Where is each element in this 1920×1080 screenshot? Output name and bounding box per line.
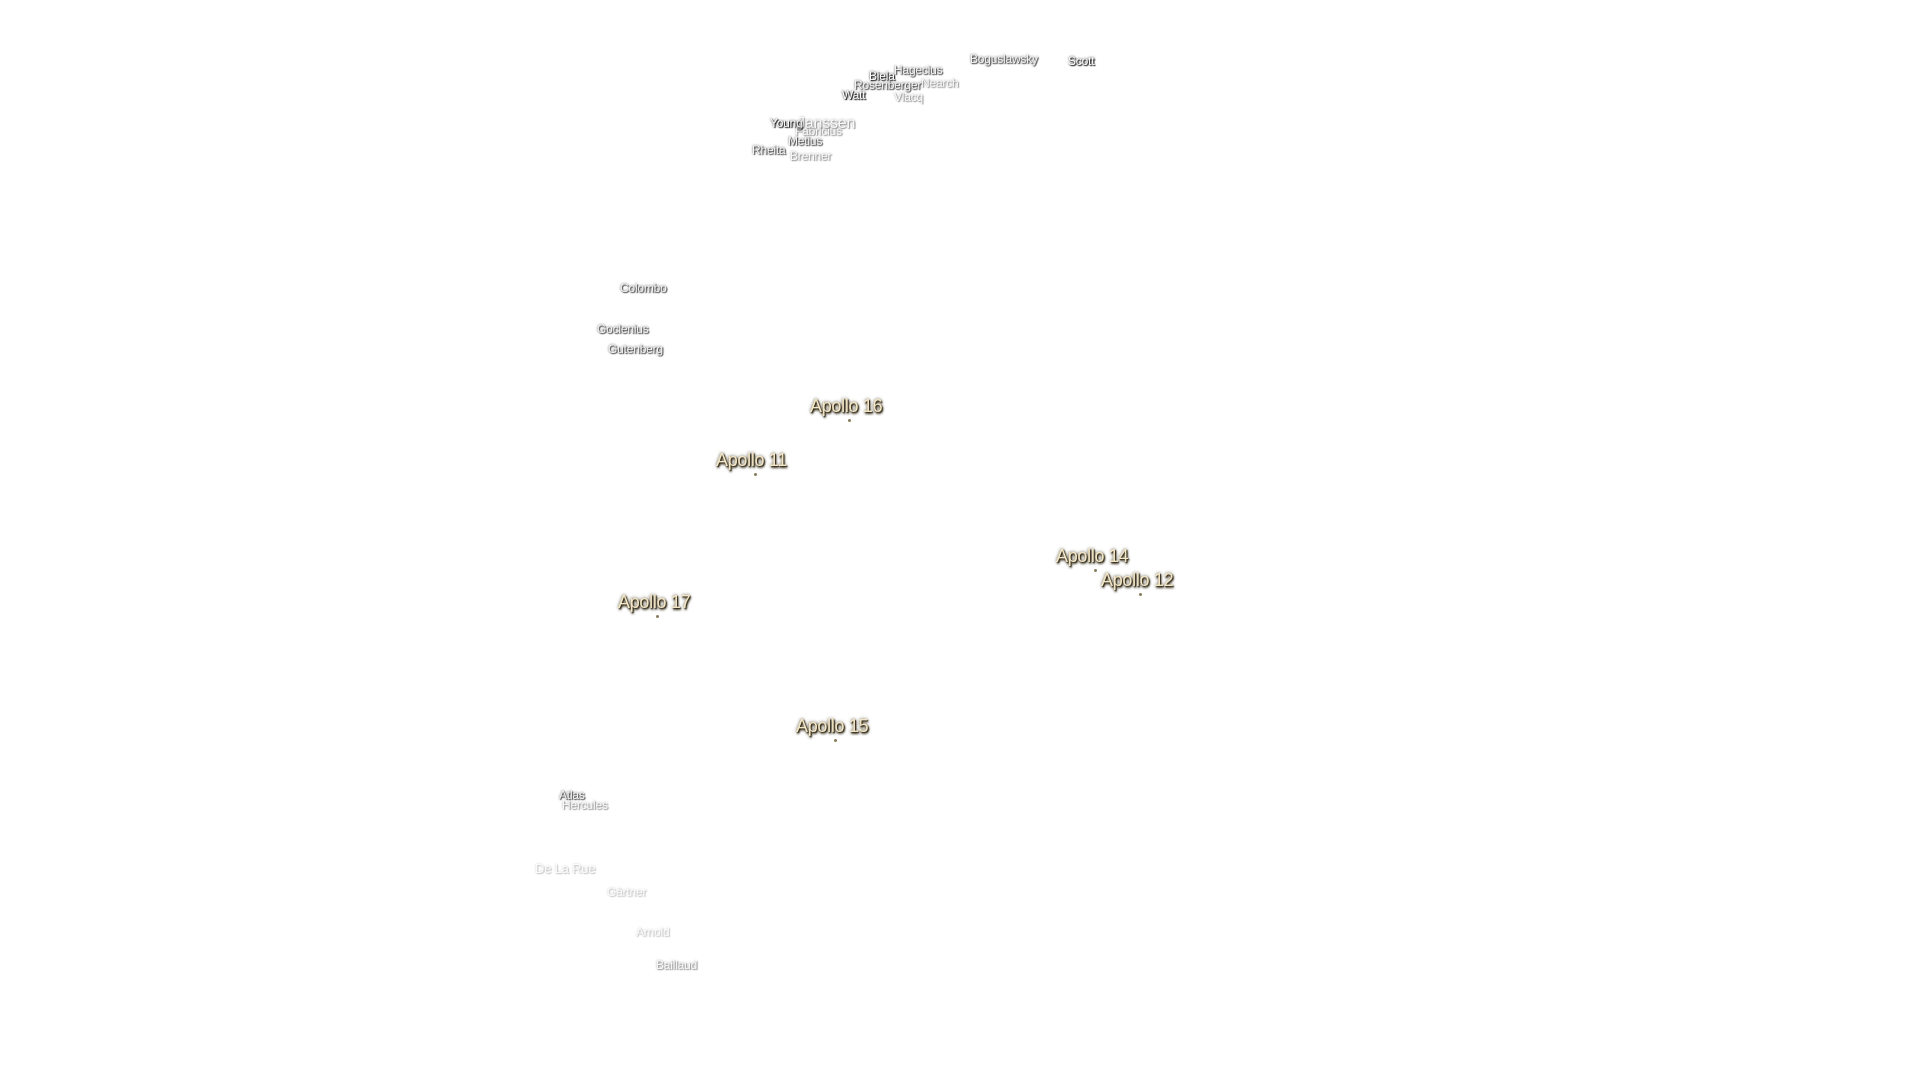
crater-label-nearch: Nearch xyxy=(921,76,959,90)
landing-site-label-apollo-14: Apollo 14 xyxy=(1056,546,1129,566)
crater-label-metius: Metius xyxy=(788,134,823,148)
crater-label-gutenberg: Gutenberg xyxy=(608,342,663,356)
crater-label-biela: Biela xyxy=(869,69,895,83)
landing-site-marker-apollo-15[interactable] xyxy=(834,739,837,742)
crater-label-hagecius: Hagecius xyxy=(894,63,943,77)
crater-label-arnold: Arnold xyxy=(636,925,670,939)
landing-site-label-apollo-11: Apollo 11 xyxy=(716,450,788,470)
crater-label-baillaud: Baillaud xyxy=(656,958,698,972)
crater-label-brenner: Brenner xyxy=(790,149,832,163)
crater-label-boguslawsky: Boguslawsky xyxy=(970,52,1038,66)
landing-site-marker-apollo-14[interactable] xyxy=(1094,569,1097,572)
crater-label-rheita: Rheita xyxy=(752,143,786,157)
landing-site-marker-apollo-11[interactable] xyxy=(754,473,757,476)
crater-label-janssen: Janssen xyxy=(797,115,856,132)
crater-label-goclenius: Goclenius xyxy=(597,322,649,336)
crater-label-atlas: Atlas xyxy=(559,788,585,802)
landing-site-label-apollo-15: Apollo 15 xyxy=(796,716,869,736)
crater-label-de-la-rue: De La Rue xyxy=(535,861,596,876)
landing-site-label-apollo-16: Apollo 16 xyxy=(810,396,883,416)
crater-label-fabricius: Fabricius xyxy=(795,124,842,138)
crater-label-colombo: Colombo xyxy=(620,281,667,295)
landing-site-label-apollo-17: Apollo 17 xyxy=(618,592,691,612)
crater-label-watt: Watt xyxy=(842,88,866,102)
crater-label-vlacq: Vlacq xyxy=(894,90,924,104)
crater-label-young: Young xyxy=(770,116,803,130)
landing-site-marker-apollo-17[interactable] xyxy=(656,615,659,618)
crater-label-rosenberger: Rosenberger xyxy=(854,78,922,92)
landing-site-marker-apollo-12[interactable] xyxy=(1139,593,1142,596)
landing-site-label-apollo-12: Apollo 12 xyxy=(1101,570,1174,590)
crater-label-scott: Scott xyxy=(1068,54,1095,68)
crater-label-gartner: Gärtner xyxy=(607,885,647,899)
landing-site-marker-apollo-16[interactable] xyxy=(848,419,851,422)
crater-label-hercules: Hercules xyxy=(562,798,608,812)
